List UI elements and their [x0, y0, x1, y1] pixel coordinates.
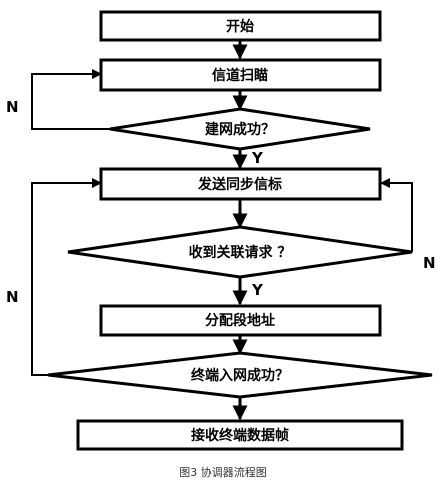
node-start-box: [99, 10, 382, 42]
loop-terminal-fail-to-beacon: [31, 178, 102, 376]
loop-assoc-fail-to-beacon: [380, 178, 413, 252]
branch-no-label-network: N: [6, 98, 19, 116]
node-send-beacon-label: 发送同步信标: [197, 176, 282, 193]
decision-assoc-request-label: 收到关联请求 ？: [189, 244, 292, 261]
node-receive-data-box: [76, 419, 404, 451]
node-channel-scan-label: 信道扫瞄: [212, 67, 268, 84]
node-send-beacon-box: [99, 167, 382, 201]
node-channel-scan-box: [99, 58, 382, 92]
node-start-label: 开始: [226, 18, 254, 35]
decision-network-success: [109, 107, 371, 151]
node-assign-address-label: 分配段地址: [205, 312, 275, 329]
loop-network-fail-to-scan: [31, 69, 110, 130]
decision-terminal-join: [47, 351, 433, 399]
branch-yes-label-assoc: Y: [251, 281, 264, 299]
node-receive-data-label: 接收终端数据帧: [191, 427, 289, 444]
branch-yes-label-network: Y: [251, 149, 264, 167]
decision-terminal-join-label: 终端入网成功？: [191, 367, 289, 384]
branch-no-label-terminal: N: [6, 288, 19, 306]
decision-network-success-label: 建网成功？: [205, 121, 275, 138]
node-assign-address-box: [99, 304, 382, 337]
decision-assoc-request: [67, 225, 413, 279]
branch-no-label-assoc: N: [423, 254, 436, 272]
figure-caption: 图3 协调器流程图: [179, 465, 267, 479]
